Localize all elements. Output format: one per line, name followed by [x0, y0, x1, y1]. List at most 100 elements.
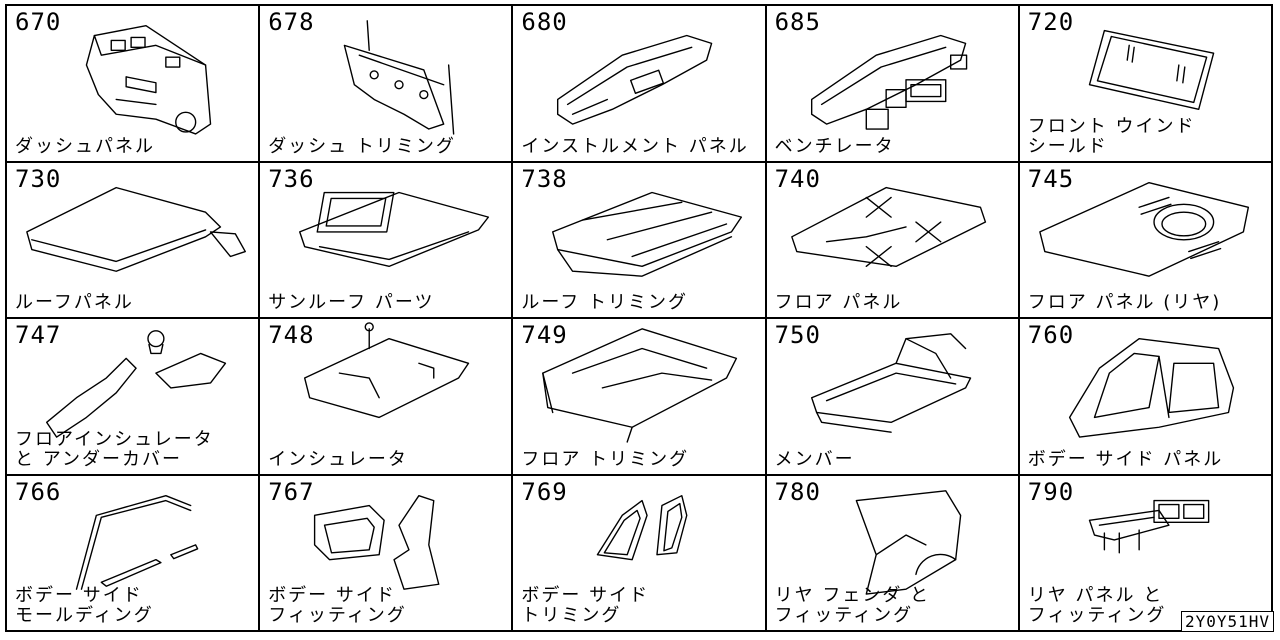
floor-insulator-icon: [46, 330, 227, 438]
part-group-749[interactable]: 749 フロア トリミング: [513, 319, 767, 476]
part-group-label-line: フィッティング: [1027, 605, 1167, 626]
part-group-code: 680: [521, 8, 568, 36]
part-group-label-line: インストルメント パネル: [521, 135, 749, 157]
part-group-label: ボデー サイドモールディング: [15, 586, 254, 626]
part-group-label-line: と アンダーカバー: [15, 448, 183, 470]
part-group-label: ダッシュパネル: [15, 135, 254, 157]
part-group-label: フロア パネル: [775, 293, 1014, 313]
part-group-code: 747: [15, 321, 62, 349]
part-group-760[interactable]: 760 ボデー サイド パネル: [1019, 319, 1273, 476]
part-group-code: 767: [268, 477, 315, 506]
part-group-code: 749: [521, 321, 568, 349]
part-group-label: サンルーフ パーツ: [268, 293, 507, 313]
part-group-label: ベンチレータ: [775, 136, 1014, 157]
part-group-780[interactable]: 780 リヤ フェンダ とフィッティング: [766, 475, 1020, 632]
part-group-label-line: サンルーフ パーツ: [268, 292, 435, 313]
part-group-label-line: ボデー サイド: [15, 585, 143, 606]
insulator-icon: [304, 322, 470, 419]
part-group-label: ルーフパネル: [15, 293, 254, 313]
part-group-670[interactable]: 670 ダッシュパネル: [7, 6, 261, 163]
part-group-code: 730: [15, 164, 62, 193]
part-group-label-line: シールド: [1027, 135, 1108, 157]
part-group-769[interactable]: 769 ボデー サイドトリミング: [513, 475, 767, 632]
part-group-750[interactable]: 750 メンバー: [766, 319, 1020, 476]
part-group-label-line: トリミング: [521, 605, 622, 626]
part-group-code: 745: [1027, 164, 1075, 193]
part-group-720[interactable]: 720 フロント ウインドシールド: [1019, 6, 1273, 163]
rear-fender-icon: [855, 489, 961, 595]
part-group-766[interactable]: 766 ボデー サイドモールディング: [7, 475, 261, 632]
body-side-panel-icon: [1068, 337, 1234, 438]
roof-panel-icon: [26, 186, 246, 272]
part-group-code: 766: [15, 477, 62, 506]
part-group-label-line: フロント ウインド: [1027, 115, 1196, 137]
part-group-code: 670: [15, 8, 62, 36]
part-group-label-line: ルーフパネル: [15, 292, 134, 313]
part-group-code: 738: [521, 164, 568, 193]
part-group-code: 790: [1027, 477, 1075, 506]
floor-panel-icon: [790, 186, 986, 267]
part-group-code: 678: [268, 8, 315, 36]
floor-trim-icon: [542, 328, 738, 443]
part-group-label-line: リヤ フェンダ と: [774, 585, 931, 606]
part-group-label-line: フロア パネル (リヤ): [1027, 292, 1222, 313]
part-group-code: 740: [774, 164, 821, 193]
part-group-label-line: ダッシュ トリミング: [268, 135, 456, 157]
part-group-685[interactable]: 685 ベンチレータ: [766, 6, 1020, 163]
part-group-code: 748: [268, 321, 315, 349]
ventilator-icon: [810, 34, 967, 130]
part-group-790[interactable]: 790 リヤ パネル とフィッティング: [1019, 475, 1273, 632]
part-group-label-line: ボデー サイド: [521, 585, 650, 606]
part-group-label: ボデー サイドフィッティング: [268, 586, 507, 626]
part-group-code: 720: [1027, 8, 1075, 36]
part-group-label: インシュレータ: [268, 448, 507, 470]
part-group-label-line: モールディング: [15, 605, 154, 626]
part-group-code: 780: [774, 477, 821, 506]
dash-trim-icon: [343, 20, 455, 135]
part-group-label-line: ダッシュパネル: [15, 135, 155, 157]
part-group-label: ボデー サイドトリミング: [521, 586, 760, 626]
part-group-label-line: ボデー サイド パネル: [1027, 448, 1224, 470]
member-frame-icon: [810, 333, 971, 433]
part-group-745[interactable]: 745 フロア パネル (リヤ): [1019, 162, 1273, 319]
part-group-label: リヤ パネル とフィッティング: [1028, 586, 1267, 626]
part-group-label-line: インシュレータ: [268, 448, 408, 470]
part-group-678[interactable]: 678 ダッシュ トリミング: [260, 6, 514, 163]
rear-floor-panel-icon: [1038, 181, 1249, 277]
part-group-label-line: メンバー: [774, 448, 855, 470]
part-group-730[interactable]: 730 ルーフパネル: [7, 162, 261, 319]
part-group-label: インストルメント パネル: [521, 135, 760, 157]
part-group-code: 769: [521, 477, 568, 506]
part-group-code: 750: [774, 321, 821, 349]
part-group-label-line: フィッティング: [268, 605, 407, 626]
part-group-label-line: ボデー サイド: [268, 585, 396, 606]
sunroof-parts-icon: [299, 191, 490, 267]
part-group-label: フロア パネル (リヤ): [1028, 293, 1267, 313]
rear-panel-icon: [1088, 499, 1210, 553]
part-group-label: リヤ フェンダ とフィッティング: [775, 586, 1014, 626]
dash-panel-icon: [85, 24, 212, 135]
part-group-748[interactable]: 748 インシュレータ: [260, 319, 514, 476]
part-group-label: フロアインシュレータと アンダーカバー: [15, 428, 254, 470]
part-group-label-line: フロア パネル: [774, 292, 903, 313]
part-group-label: ダッシュ トリミング: [268, 135, 507, 157]
part-group-code: 685: [774, 8, 821, 36]
part-group-740[interactable]: 740 フロア パネル: [766, 162, 1020, 319]
part-group-label: フロント ウインドシールド: [1027, 115, 1267, 157]
part-group-label: メンバー: [774, 448, 1014, 470]
part-group-label-line: フロアインシュレータ: [15, 428, 214, 450]
part-group-label-line: フロア トリミング: [521, 448, 690, 470]
side-trim-icon: [597, 494, 688, 560]
side-fitting-icon: [314, 494, 440, 590]
part-group-747[interactable]: 747 フロアインシュレータと アンダーカバー: [7, 319, 261, 476]
part-group-680[interactable]: 680 インストルメント パネル: [513, 6, 767, 163]
part-group-767[interactable]: 767 ボデー サイドフィッティング: [260, 475, 514, 632]
part-group-label-line: リヤ パネル と: [1027, 585, 1164, 606]
instrument-panel-icon: [557, 34, 713, 125]
part-group-code: 760: [1027, 321, 1075, 349]
reference-code: 2Y0Y51HV: [1180, 611, 1274, 632]
